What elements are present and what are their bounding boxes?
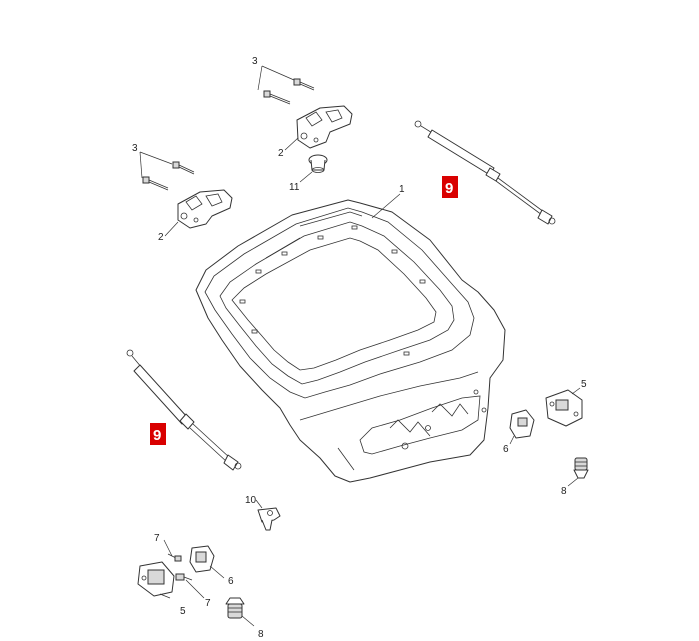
- bolt-upper-2: [263, 90, 291, 105]
- leader-lines: [139, 65, 581, 627]
- callout-3-lower: 3: [132, 143, 138, 154]
- callout-7-upper: 7: [154, 533, 160, 544]
- callout-10: 10: [245, 495, 257, 506]
- pin-lower-left: [175, 573, 193, 581]
- grommet: [308, 154, 328, 173]
- hinge-lower: [142, 161, 233, 229]
- callout-2-upper: 2: [278, 148, 284, 159]
- adjuster-left: [225, 597, 245, 619]
- bolt-lower-2: [142, 176, 169, 191]
- bolt-upper-1: [293, 78, 315, 91]
- callout-8-left: 8: [258, 629, 264, 640]
- highlight-9-left[interactable]: 9: [150, 423, 166, 445]
- callout-1: 1: [399, 184, 405, 195]
- striker-bracket-right: [545, 389, 583, 427]
- highlight-9-right[interactable]: 9: [442, 176, 458, 198]
- bumper-right: [509, 409, 535, 439]
- gas-strut-left: [126, 349, 242, 471]
- callout-8-right: 8: [561, 486, 567, 497]
- callout-5-left: 5: [180, 606, 186, 617]
- pin-upper-left: [167, 553, 182, 562]
- striker-bracket-left: [137, 561, 175, 597]
- callout-11: 11: [289, 182, 300, 193]
- push-clip: [257, 507, 281, 531]
- tailgate-panel: [195, 199, 506, 483]
- callout-labels: 1 3 2 3 2 11 5 6 8 10 7 6 7 5 8: [132, 56, 587, 640]
- bolt-lower-1: [172, 161, 195, 175]
- callout-2-lower: 2: [158, 232, 164, 243]
- svg-text:9: 9: [153, 427, 161, 444]
- svg-text:9: 9: [445, 180, 453, 197]
- callout-6-right: 6: [503, 444, 509, 455]
- callout-5-right: 5: [581, 379, 587, 390]
- callout-3-upper: 3: [252, 56, 258, 67]
- hinge-upper: [263, 78, 353, 149]
- adjuster-right: [573, 457, 589, 479]
- bumper-left: [189, 545, 215, 573]
- callout-7-lower: 7: [205, 598, 211, 609]
- callout-6-left: 6: [228, 576, 234, 587]
- gas-strut-right: [414, 120, 556, 225]
